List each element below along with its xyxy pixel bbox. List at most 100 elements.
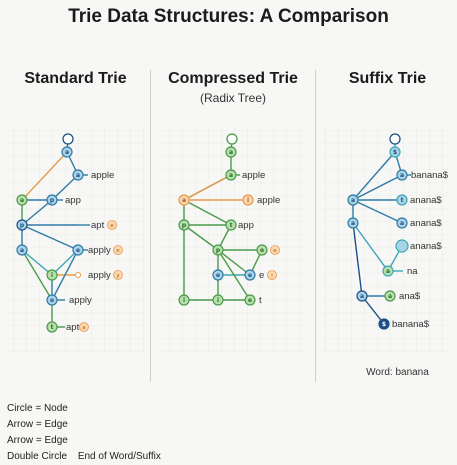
suf-node-a7: a xyxy=(384,290,396,302)
suf-word-anana: anana$ xyxy=(410,241,442,252)
column-divider-right xyxy=(315,70,316,382)
page-title: Trie Data Structures: A Comparison xyxy=(68,6,389,27)
node-letter: a xyxy=(400,220,404,227)
legend: Circle = Node Arrow = Edge Arrow = Edge … xyxy=(7,401,161,465)
std-root-node xyxy=(62,133,74,145)
cmp-badge: i xyxy=(267,270,277,280)
node-letter: t xyxy=(401,197,404,204)
suffix-caption: Word: banana xyxy=(366,367,429,378)
std-node-e1: e xyxy=(72,244,84,256)
suf-word-anana: anana$ xyxy=(410,195,442,206)
std-word-apply: apply xyxy=(69,295,92,306)
legend-double-circle: Double Circle xyxy=(7,451,68,462)
legend-edge: Arrow = Edge xyxy=(7,435,68,446)
suf-edge xyxy=(352,151,396,201)
suf-word-na: na xyxy=(407,266,418,277)
std-edge xyxy=(51,174,79,201)
cmp-word-app: app xyxy=(238,220,254,231)
std-word-apply: apply xyxy=(88,245,111,256)
std-badge: y xyxy=(113,270,123,280)
cmp-edge xyxy=(217,249,251,276)
suffix-grid xyxy=(322,128,450,353)
node-letter: e xyxy=(76,247,80,254)
cmp-edge xyxy=(183,174,232,201)
compressed-trie-heading: Compressed Trie xyxy=(168,70,298,87)
std-badge: a xyxy=(79,322,89,332)
std-word-apple: apple xyxy=(91,170,114,181)
suf-node-a2: a xyxy=(347,194,359,206)
badge-letter: i xyxy=(271,273,273,279)
node-letter: a xyxy=(229,172,233,179)
node-letter: a xyxy=(182,197,186,204)
std-node-i: i xyxy=(46,269,58,281)
legend-edge: Arrow = Edge xyxy=(7,419,68,430)
node-letter: a xyxy=(20,197,24,204)
badge-letter: e xyxy=(273,248,277,254)
standard-grid xyxy=(5,128,145,353)
std-edge xyxy=(51,249,79,276)
std-node-e2: e xyxy=(46,294,58,306)
cmp-word-apple: apple xyxy=(242,170,265,181)
suf-root-node xyxy=(389,133,401,145)
cmp-node-e1: e xyxy=(256,244,268,256)
suf-word-banana: banana$ xyxy=(392,319,430,330)
legend-end-of-word: End of Word/Suffix xyxy=(77,451,161,462)
suf-node-a6: a xyxy=(356,290,368,302)
suf-word-ana: ana$ xyxy=(399,291,421,302)
std-word-app: app xyxy=(65,195,81,206)
badge-letter: a xyxy=(82,325,85,331)
node-letter: e xyxy=(50,297,54,304)
node-letter: a xyxy=(76,172,80,179)
node-letter: p xyxy=(182,222,187,229)
std-node-a3: a xyxy=(16,194,28,206)
cmp-node-t: t xyxy=(225,219,237,231)
cmp-node-a1: a xyxy=(225,146,237,158)
suf-node-dollar: $ xyxy=(389,146,401,158)
badge-letter: e xyxy=(116,248,120,254)
node-letter: t xyxy=(51,324,54,331)
std-node-a2: a xyxy=(72,169,84,181)
std-node-a4: a xyxy=(16,244,28,256)
badge-letter: y xyxy=(116,273,120,279)
node-letter: i xyxy=(217,297,219,304)
suf-word-anana: anana$ xyxy=(410,218,442,229)
cmp-word-apple: apple xyxy=(257,195,280,206)
node-letter: a xyxy=(20,247,24,254)
suf-edge xyxy=(352,174,403,201)
cmp-node-i3: i xyxy=(212,294,224,306)
cmp-root-node xyxy=(226,133,238,145)
cmp-node-e3: e xyxy=(244,269,256,281)
cmp-node-p1: p xyxy=(178,219,190,231)
suf-node-t: t xyxy=(396,194,408,206)
std-badge: e xyxy=(107,220,117,230)
std-word-apt: apt xyxy=(91,220,105,231)
suf-node-empty xyxy=(395,239,409,253)
node-letter: a xyxy=(388,293,392,300)
suf-node-a1: a xyxy=(396,169,408,181)
node-letter: p xyxy=(50,197,55,204)
suffix-trie-heading: Suffix Trie xyxy=(348,70,427,87)
std-node-a1: a xyxy=(61,146,73,158)
cmp-node-i2: i xyxy=(178,294,190,306)
cmp-edge xyxy=(217,249,251,301)
cmp-node-a2: a xyxy=(225,169,237,181)
suf-edge xyxy=(352,222,363,297)
std-node-p2: p xyxy=(16,219,28,231)
std-open-end xyxy=(75,272,81,278)
column-divider-left xyxy=(150,70,151,382)
node-letter: a xyxy=(351,197,355,204)
std-node-p1: p xyxy=(46,194,58,206)
cmp-edge xyxy=(183,199,232,226)
standard-trie-heading: Standard Trie xyxy=(24,70,127,87)
node-letter: p xyxy=(216,247,221,254)
std-edge xyxy=(21,224,79,251)
std-edge xyxy=(21,249,53,301)
legend-node: Circle = Node xyxy=(7,403,68,414)
cmp-node-e2: e xyxy=(212,269,224,281)
badge-letter: e xyxy=(110,223,114,229)
node-letter: i xyxy=(51,272,53,279)
node-letter: i xyxy=(183,297,185,304)
suf-edge xyxy=(352,199,403,224)
node-letter: a xyxy=(360,293,364,300)
cmp-node-p2: p xyxy=(212,244,224,256)
